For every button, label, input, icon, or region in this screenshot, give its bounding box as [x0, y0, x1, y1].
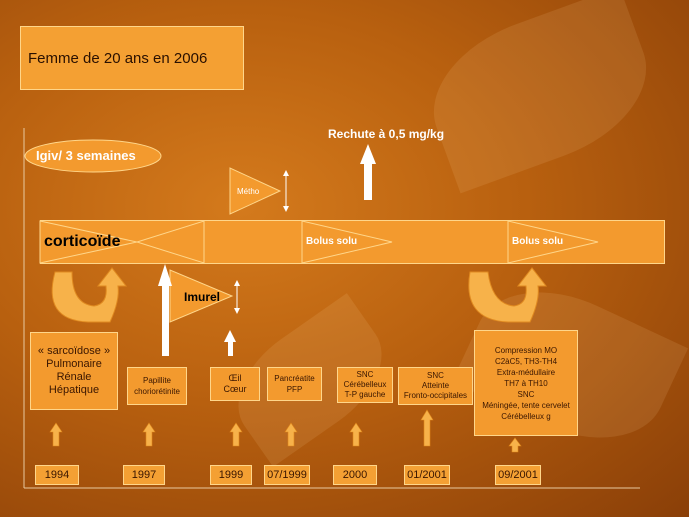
metho-triangle: [229, 167, 282, 215]
date-arrow-1999: [229, 422, 243, 447]
date-01-2001: 01/2001: [404, 465, 450, 485]
date-1997: 1997: [123, 465, 165, 485]
igiv-label: Igiv/ 3 semaines: [36, 148, 136, 163]
rechute-arrow-head: [360, 144, 376, 164]
title-text: Femme de 20 ans en 2006: [28, 49, 208, 67]
event-box-oeil-coeur: Œil Cœur: [210, 367, 260, 401]
event-box-compression: Compression MO C2àC5, TH3-TH4 Extra-médu…: [474, 330, 578, 436]
date-arrow-01-2001: [420, 409, 434, 447]
imurel-dose-arrowhead-up: [234, 280, 240, 286]
event-box-sarcoidose: « sarcoïdose » Pulmonaire Rénale Hépatiq…: [30, 332, 118, 410]
bolus2-triangle: [507, 220, 599, 264]
rechute-arrow-shaft: [364, 162, 372, 200]
oeil-arrow-shaft: [228, 340, 233, 356]
date-arrow-1994: [49, 422, 63, 447]
metho-label: Métho: [237, 187, 260, 196]
imurel-start-arrow-shaft: [162, 284, 169, 356]
date-arrow-2000: [349, 422, 363, 447]
date-arrow-07-1999: [284, 422, 298, 447]
date-arrow-1997: [142, 422, 156, 447]
date-1999: 1999: [210, 465, 252, 485]
metho-dose-arrowhead-up: [283, 170, 289, 176]
date-1994: 1994: [35, 465, 79, 485]
date-2000: 2000: [333, 465, 377, 485]
corticoide-label: corticoïde: [44, 233, 121, 250]
imurel-label: Imurel: [184, 290, 221, 304]
event-box-snc-fronto: SNC Atteinte Fronto-occipitales: [398, 367, 473, 405]
metho-dose-arrowhead-down: [283, 206, 289, 212]
rechute-label: Rechute à 0,5 mg/kg: [328, 127, 445, 141]
event-box-snc-cerebelleux: SNC Cérébelleux T-P gauche: [337, 367, 393, 403]
event-box-pancreatite: Pancréatite PFP: [267, 367, 322, 401]
curved-arrow-right: [468, 267, 548, 323]
corticoide-reverse-triangle: [135, 220, 205, 264]
bolus2-label: Bolus solu: [512, 236, 564, 247]
date-arrow-09-2001: [508, 437, 522, 453]
corticoide-triangle: [39, 220, 138, 264]
date-09-2001: 09/2001: [495, 465, 541, 485]
curved-arrow-left: [51, 267, 128, 323]
date-arrows: [49, 409, 522, 453]
title-box: Femme de 20 ans en 2006: [20, 26, 244, 90]
event-box-papillite: Papillite choriorétinite: [127, 367, 187, 405]
imurel-dose-arrowhead-down: [234, 308, 240, 314]
imurel-triangle: [169, 269, 234, 323]
bolus1-label: Bolus solu: [306, 236, 358, 247]
bolus1-triangle: [301, 220, 393, 264]
oeil-arrow-head: [224, 330, 236, 342]
imurel-start-arrow-head: [158, 264, 172, 286]
date-07-1999: 07/1999: [264, 465, 310, 485]
igiv-ellipse: [24, 139, 162, 173]
